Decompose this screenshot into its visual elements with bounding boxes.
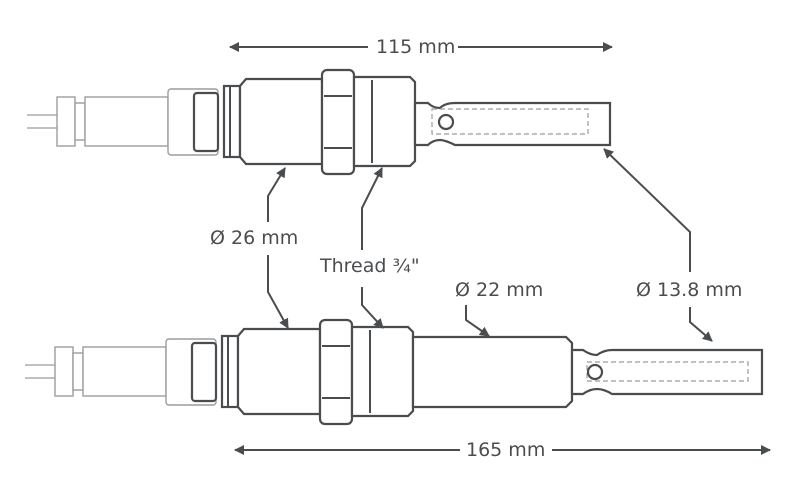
probe-hole-top — [437, 113, 455, 131]
leader-13-8-down — [689, 307, 713, 342]
sensor-short — [25, 68, 612, 176]
sensor-head-top — [25, 68, 417, 176]
leader-26-down — [267, 255, 289, 329]
sensor-long — [23, 318, 764, 426]
leader-26-up — [267, 167, 286, 222]
leader-22 — [465, 305, 490, 337]
label-thread: Thread ¾" — [320, 255, 420, 277]
leader-thread-up — [361, 167, 383, 250]
tube-bottom — [411, 335, 574, 409]
leader-13-8-up — [603, 148, 691, 272]
probe-slot-bottom — [586, 361, 749, 382]
label-diameter-22: Ø 22 mm — [455, 279, 544, 301]
probe-bottom — [570, 348, 764, 396]
probe-slot-top — [431, 108, 589, 135]
label-165mm: 165 mm — [466, 439, 546, 461]
sensor-head-bottom — [23, 318, 415, 426]
leader-thread-down — [361, 287, 384, 329]
label-115mm: 115 mm — [376, 36, 456, 58]
label-diameter-13-8: Ø 13.8 mm — [636, 279, 743, 301]
probe-hole-bottom — [586, 363, 604, 381]
label-diameter-26: Ø 26 mm — [210, 227, 299, 249]
